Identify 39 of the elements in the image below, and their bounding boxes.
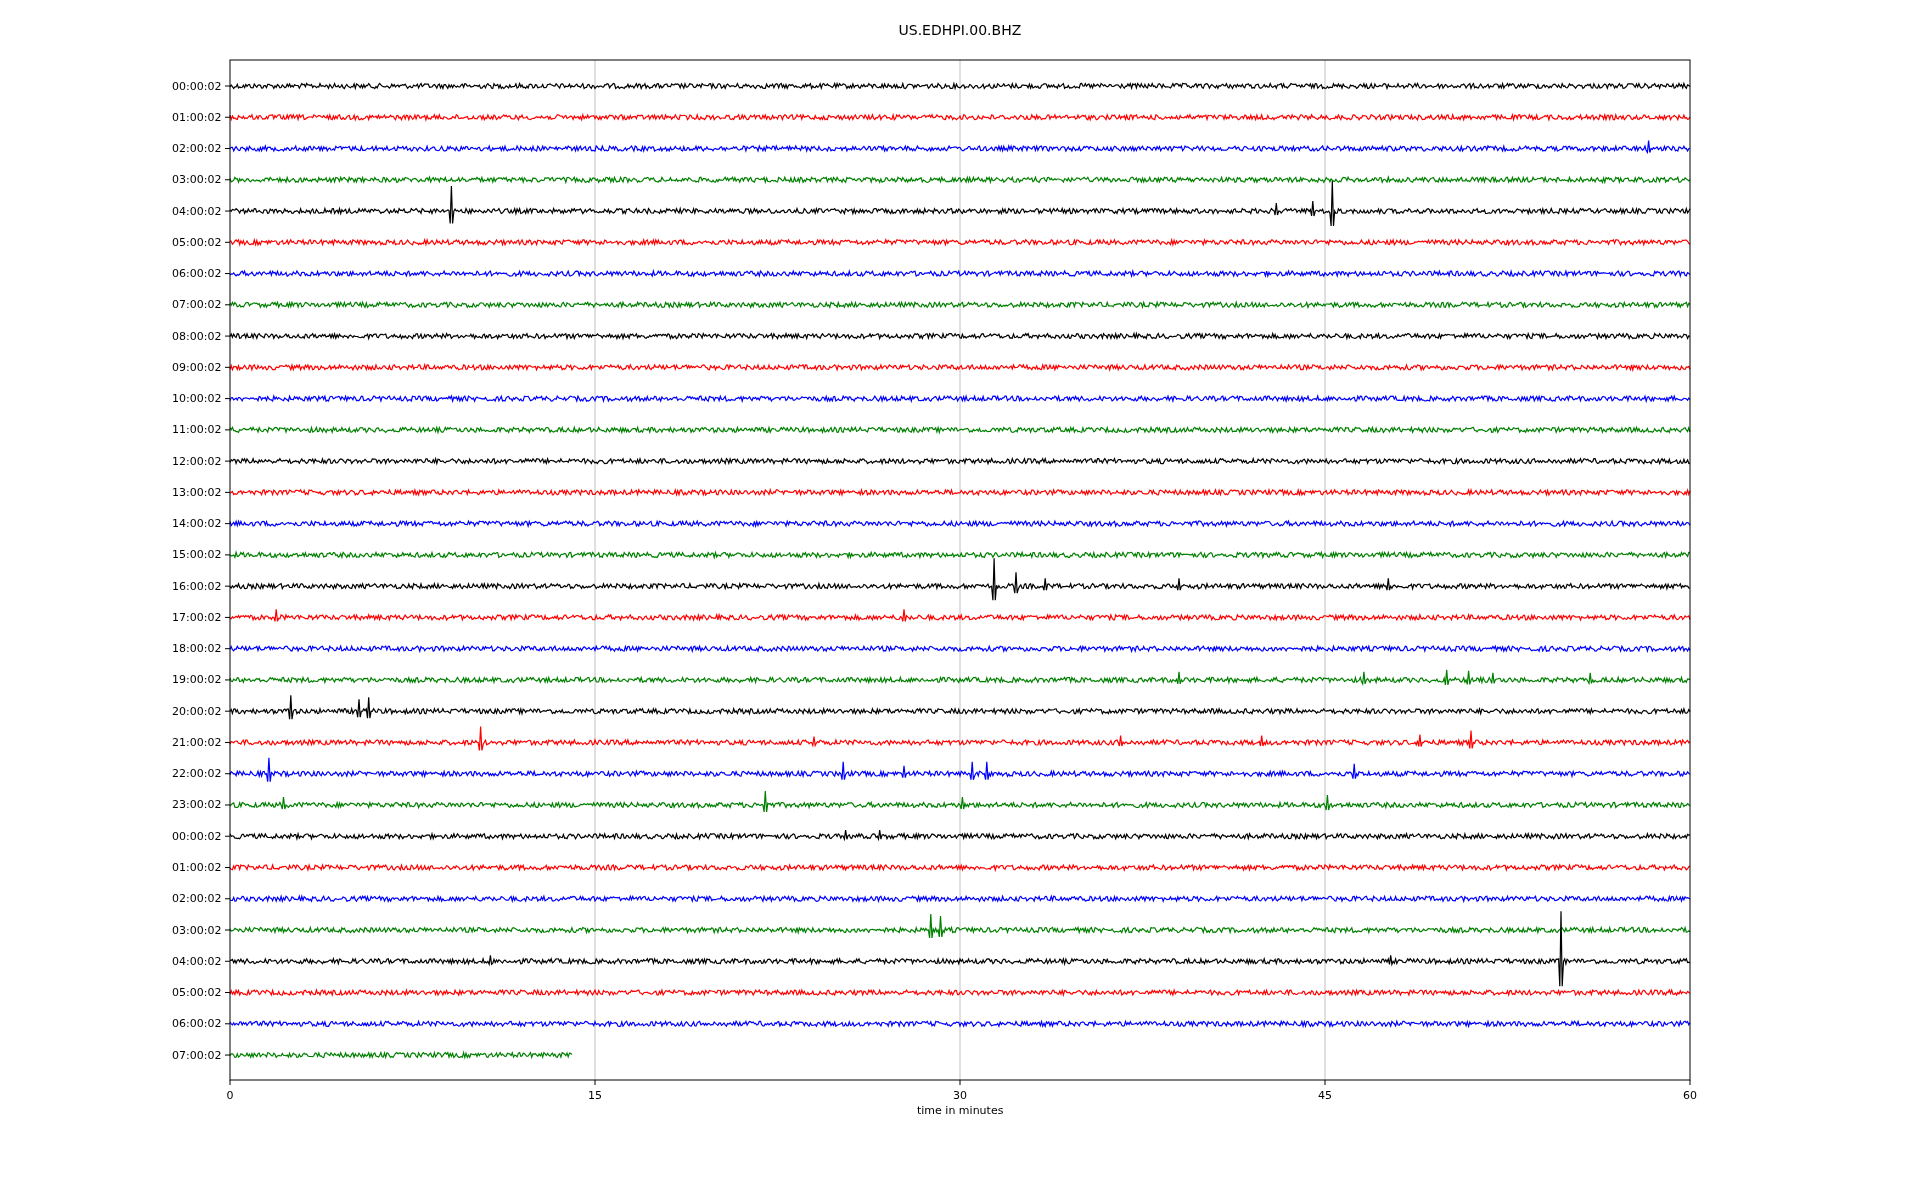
hour-label: 10:00:02 [172,392,222,406]
hour-label: 01:00:02 [172,110,222,124]
hour-label: 11:00:02 [172,423,222,437]
tick-label: 30 [953,1088,967,1102]
axis-title: time in minutes [917,1103,1004,1117]
tick-label: 15 [588,1088,602,1102]
hour-label: 07:00:02 [172,1048,222,1062]
hour-label: 14:00:02 [172,517,222,531]
hour-label: 05:00:02 [172,235,222,249]
hour-label: 00:00:02 [172,79,222,93]
tick-label: 45 [1318,1088,1332,1102]
hour-label: 06:00:02 [172,267,222,281]
tick-label: 60 [1683,1088,1697,1102]
hour-label: 22:00:02 [172,767,222,781]
hour-label: 07:00:02 [172,298,222,312]
hour-label: 08:00:02 [172,329,222,343]
hour-label: 20:00:02 [172,704,222,718]
tick-label: 0 [226,1088,234,1102]
hour-label: 03:00:02 [172,173,222,187]
hour-label: 18:00:02 [172,642,222,656]
hour-label: 06:00:02 [172,1017,222,1031]
hour-label: 09:00:02 [172,360,222,374]
hour-label: 01:00:02 [172,861,222,874]
hour-label: 21:00:02 [172,735,222,749]
hour-label: 17:00:02 [172,610,222,624]
hour-label: 03:00:02 [172,923,222,937]
hour-label: 00:00:02 [172,829,222,843]
hour-label: 05:00:02 [172,986,222,1000]
chart-title: US.EDHPI.00.BHZ [898,23,1022,37]
hour-label: 15:00:02 [172,548,222,562]
hour-label: 04:00:02 [172,954,222,968]
hour-label: 16:00:02 [172,579,222,593]
hour-label: 13:00:02 [172,485,222,499]
hour-label: 19:00:02 [172,673,222,687]
hour-label: 23:00:02 [172,798,222,812]
hour-label: 12:00:02 [172,454,222,468]
hour-label: 02:00:02 [172,142,222,155]
hour-label: 04:00:02 [172,204,222,218]
hour-label: 02:00:02 [172,892,222,906]
